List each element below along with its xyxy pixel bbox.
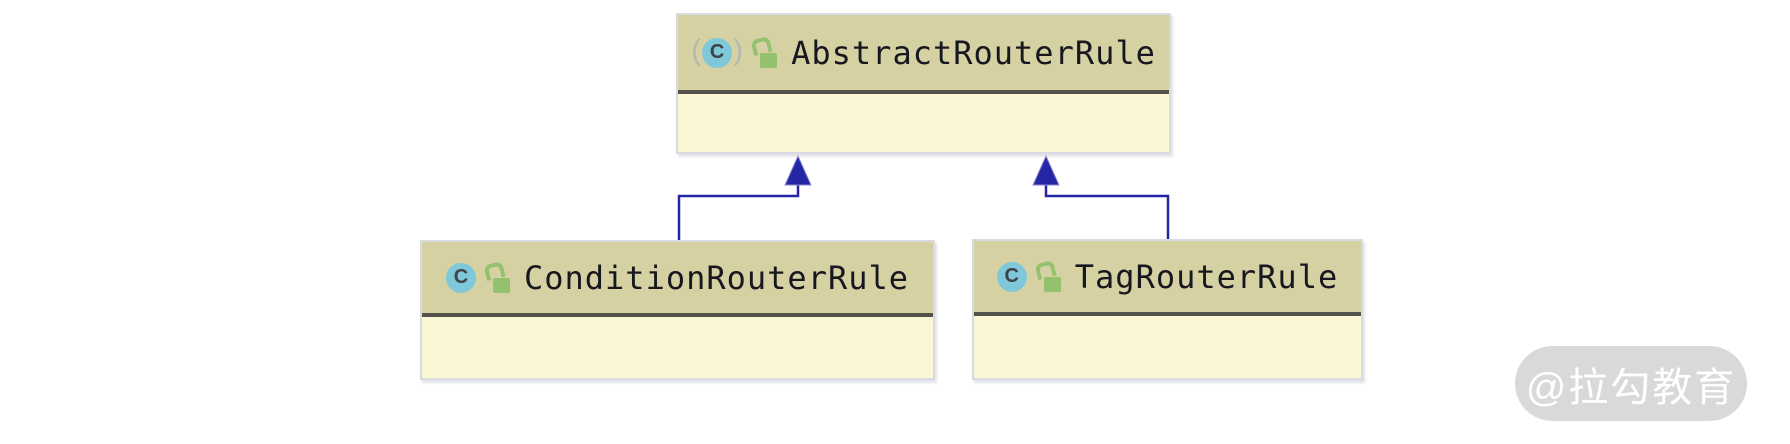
abstract-paren-icon: ( xyxy=(691,33,702,67)
class-header: C TagRouterRule xyxy=(974,241,1361,316)
class-icon: C xyxy=(702,37,733,68)
class-node-abstract-router-rule[interactable]: ( C ) AbstractRouterRule xyxy=(676,13,1171,154)
class-header: ( C ) AbstractRouterRule xyxy=(678,15,1169,94)
public-lock-icon xyxy=(483,260,510,293)
inheritance-edge-tag xyxy=(1032,154,1170,239)
class-icon: C xyxy=(445,262,476,293)
class-header: C ConditionRouterRule xyxy=(422,242,933,317)
class-name-label: AbstractRouterRule xyxy=(791,33,1156,72)
class-name-label: TagRouterRule xyxy=(1074,257,1339,296)
class-node-tag-router-rule[interactable]: C TagRouterRule xyxy=(972,239,1363,380)
class-node-condition-router-rule[interactable]: C ConditionRouterRule xyxy=(420,240,935,380)
abstract-paren-icon: ) xyxy=(733,33,744,67)
watermark-badge: @拉勾教育 xyxy=(1515,346,1747,421)
abstract-class-icon: ( C ) xyxy=(691,33,744,70)
class-icon-cluster: ( C ) xyxy=(691,33,778,70)
inheritance-arrow xyxy=(1032,154,1060,186)
class-icon-cluster: C xyxy=(445,260,510,293)
inheritance-edge-condition xyxy=(677,154,812,240)
class-icon: C xyxy=(996,261,1027,292)
public-lock-icon xyxy=(1034,259,1061,292)
class-name-label: ConditionRouterRule xyxy=(523,258,910,297)
class-icon-cluster: C xyxy=(996,259,1061,292)
public-lock-icon xyxy=(750,35,778,68)
inheritance-arrow xyxy=(784,154,812,186)
